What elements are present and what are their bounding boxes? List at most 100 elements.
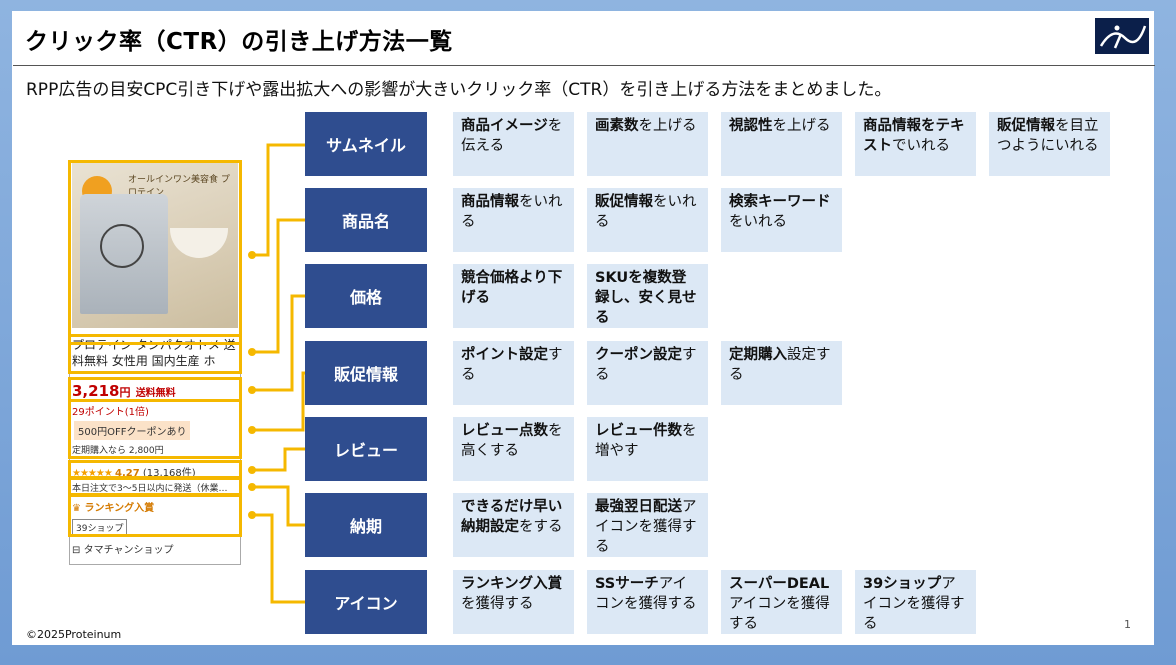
rating: ★★★★★ 4.27 (13,168件) xyxy=(72,464,196,479)
method-text: をいれる xyxy=(729,214,787,230)
star-rating-icon: ★★★★★ xyxy=(72,468,113,479)
method-keyword: 販促情報 xyxy=(997,118,1055,134)
method-keyword: 商品情報 xyxy=(461,194,519,210)
method-text: を目立つようにいれる xyxy=(997,118,1099,154)
category-label: レビュー xyxy=(305,417,427,481)
subtitle: RPP広告の目安CPC引き下げや露出拡大への影響が大きいクリック率（CTR）を引… xyxy=(26,80,892,100)
method-keyword: ランキング入賞 xyxy=(461,576,563,592)
brand-logo-mark xyxy=(1099,25,1147,49)
crown-icon: ♛ xyxy=(72,503,81,514)
category-label: 納期 xyxy=(305,493,427,557)
method-cell: レビュー点数を高くする xyxy=(453,417,574,481)
connector-dot xyxy=(248,348,256,356)
method-cell: できるだけ早い納期設定をする xyxy=(453,493,574,557)
method-text: を高くする xyxy=(461,423,563,459)
method-cell: 商品情報をいれる xyxy=(453,188,574,252)
method-text: アイコンを獲得する xyxy=(729,596,830,632)
coupon-badge: 500円OFFクーポンあり xyxy=(74,421,191,440)
method-text: アイコンを獲得する xyxy=(595,576,697,612)
connector-line xyxy=(252,143,318,257)
price-value: 3,218 xyxy=(72,382,120,400)
method-cell: 商品情報をテキストでいれる xyxy=(855,112,976,176)
method-text: を上げる xyxy=(638,118,697,134)
method-text: アイコンを獲得する xyxy=(595,499,697,555)
connector-line xyxy=(252,447,318,472)
method-cell: 商品イメージを伝える xyxy=(453,112,574,176)
method-keyword: できるだけ早い納期設定 xyxy=(461,499,563,535)
title-bar: クリック率（CTR）の引き上げ方法一覧 xyxy=(13,12,1155,66)
method-keyword: 競合価格より下げる xyxy=(461,270,563,306)
method-cell: SSサーチアイコンを獲得する xyxy=(587,570,708,634)
category-label: サムネイル xyxy=(305,112,427,176)
method-text: アイコンを獲得する xyxy=(863,576,965,632)
method-text: をする xyxy=(519,519,563,535)
method-cell: ランキング入賞を獲得する xyxy=(453,570,574,634)
connector-dot xyxy=(248,483,256,491)
method-cell: SKUを複数登録し、安く見せる xyxy=(587,264,708,328)
product-image: オールインワン美容食 プロテイン xyxy=(72,162,238,328)
method-text: する xyxy=(595,347,697,383)
shop-name-label: タマチャンショップ xyxy=(83,545,174,556)
product-price: 3,218円 送料無料 xyxy=(72,382,176,400)
delivery-label: 本日注文で3〜5日以内に発送（休業… xyxy=(72,484,228,494)
method-keyword: 販促情報 xyxy=(595,194,653,210)
bag-logo-icon xyxy=(100,224,144,268)
review-count: (13,168件) xyxy=(142,468,196,479)
category-label: 販促情報 xyxy=(305,341,427,405)
method-text: を伝える xyxy=(461,118,563,154)
connector-dot xyxy=(248,466,256,474)
highlight-thumbnail xyxy=(68,160,242,345)
method-keyword: 商品イメージ xyxy=(461,118,548,134)
page-number: 1 xyxy=(1124,618,1131,631)
category-label: アイコン xyxy=(305,570,427,634)
connector-line xyxy=(252,513,318,604)
page-title: クリック率（CTR）の引き上げ方法一覧 xyxy=(25,29,453,55)
method-cell: 最強翌日配送アイコンを獲得する xyxy=(587,493,708,557)
connector-line xyxy=(252,485,318,527)
method-cell: 画素数を上げる xyxy=(587,112,708,176)
method-cell: 販促情報を目立つようにいれる xyxy=(989,112,1110,176)
product-bag-illustration xyxy=(80,194,168,314)
method-keyword: スーパーDEAL xyxy=(729,576,830,592)
points-label: 29ポイント(1倍) xyxy=(72,407,149,418)
connector-line xyxy=(252,218,318,354)
method-cell: 検索キーワードをいれる xyxy=(721,188,842,252)
method-keyword: クーポン設定 xyxy=(595,347,682,363)
shop-name: ⊟ タマチャンショップ xyxy=(72,541,173,556)
highlight-product-name xyxy=(68,334,242,374)
method-text: でいれる xyxy=(892,138,950,154)
method-text: をいれる xyxy=(461,194,563,230)
method-cell: 視認性を上げる xyxy=(721,112,842,176)
ranking-badge: ♛ ランキング入賞 xyxy=(72,499,154,514)
method-keyword: SSサーチ xyxy=(595,576,659,592)
method-keyword: 39ショップ xyxy=(863,576,942,592)
method-keyword: 画素数 xyxy=(595,118,639,134)
connector-dot xyxy=(248,386,256,394)
method-cell: スーパーDEAL アイコンを獲得する xyxy=(721,570,842,634)
method-cell: レビュー件数を増やす xyxy=(587,417,708,481)
method-keyword: レビュー点数 xyxy=(461,423,548,439)
method-text: 設定する xyxy=(729,347,831,383)
method-keyword: レビュー件数 xyxy=(595,423,682,439)
product-image-caption: オールインワン美容食 プロテイン xyxy=(128,175,230,198)
shop-icon: ⊟ xyxy=(72,545,81,556)
method-cell: 定期購入設定する xyxy=(721,341,842,405)
ranking-label: ランキング入賞 xyxy=(84,503,155,514)
copyright: ©2025Proteinum xyxy=(26,628,122,641)
method-keyword: 検索キーワード xyxy=(729,194,831,210)
method-keyword: ポイント設定 xyxy=(461,347,548,363)
method-text: する xyxy=(461,347,563,383)
connector-dot xyxy=(248,426,256,434)
method-keyword: SKUを複数登録し、安く見せる xyxy=(595,270,697,326)
shipping-label: 送料無料 xyxy=(135,388,176,399)
rating-score: 4.27 xyxy=(115,468,140,479)
price-unit: 円 xyxy=(119,386,131,399)
method-keyword: 視認性 xyxy=(729,118,773,134)
method-cell: ポイント設定する xyxy=(453,341,574,405)
connector-dot xyxy=(248,511,256,519)
method-cell: クーポン設定する xyxy=(587,341,708,405)
method-text: を獲得する xyxy=(461,596,534,612)
method-text: を上げる xyxy=(772,118,831,134)
method-keyword: 商品情報をテキスト xyxy=(863,118,965,154)
